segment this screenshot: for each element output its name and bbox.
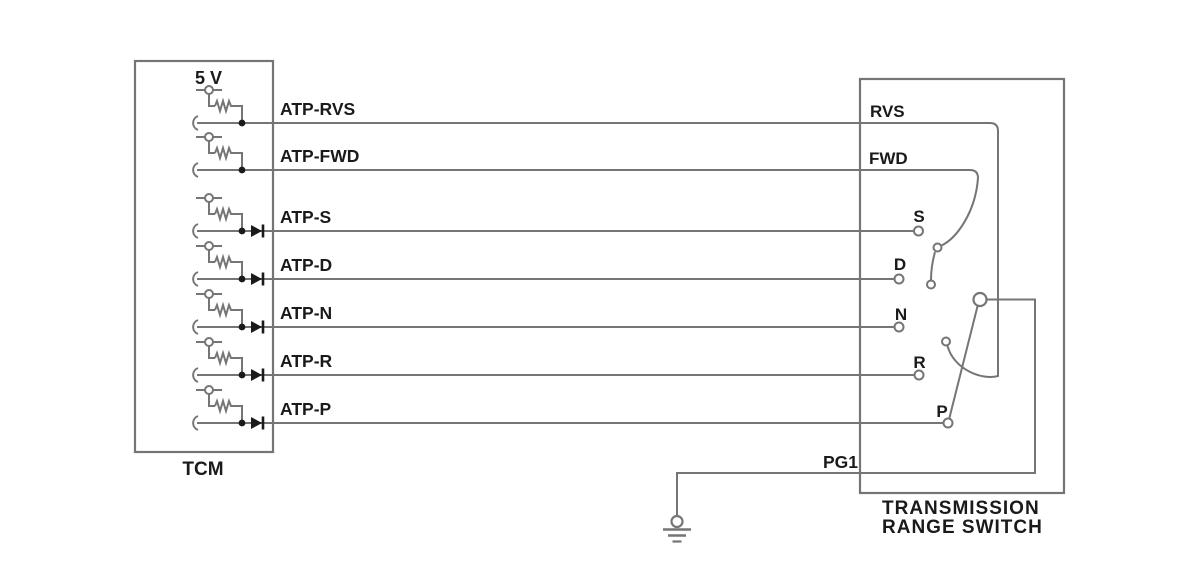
connector-terminal-icon <box>192 223 199 239</box>
rvs-arm-tip-contact <box>941 336 951 347</box>
connector-terminal-icon <box>192 415 199 431</box>
tcm-driver-atp-n <box>192 289 895 335</box>
junction-dot <box>238 166 246 174</box>
fwd-arm-joint-contact <box>932 242 943 253</box>
park-arm <box>948 305 979 419</box>
connector-terminal-icon <box>192 367 199 383</box>
rvs-arm <box>946 122 999 378</box>
tcm-driver-atp-s <box>192 193 914 239</box>
resistor-lead <box>208 141 215 154</box>
supply-pin-icon <box>204 132 214 142</box>
wire-label-atp-rvs: ATP-RVS <box>280 99 355 119</box>
resistor-lead <box>208 94 215 107</box>
terminal-label-fwd: FWD <box>869 149 908 168</box>
supply-pin-icon <box>204 241 214 251</box>
terminal-label-r: R <box>913 353 925 372</box>
tcm-driver-atp-rvs <box>192 85 990 131</box>
resistor-icon <box>214 205 243 231</box>
tcm-label: TCM <box>182 459 223 480</box>
terminal-label-p: P <box>936 402 947 421</box>
tcm-driver-atp-fwd <box>192 132 970 178</box>
fwd-arm-lower-segment <box>930 251 936 281</box>
resistor-icon <box>214 253 243 279</box>
supply-pin-icon <box>204 289 214 299</box>
resistor-lead <box>208 250 215 263</box>
resistor-icon <box>214 349 243 375</box>
resistor-lead <box>208 202 215 215</box>
junction-dot <box>238 419 246 427</box>
wire-label-atp-r: ATP-R <box>280 351 333 371</box>
junction-dot <box>238 227 246 235</box>
junction-dot <box>238 323 246 331</box>
terminal-label-n: N <box>895 305 907 324</box>
diode-icon <box>251 273 262 285</box>
terminal-label-pg1: PG1 <box>823 452 858 472</box>
wire-label-atp-n: ATP-N <box>280 303 332 323</box>
switch-pivot-contact <box>972 291 988 308</box>
resistor-icon <box>214 397 243 423</box>
connector-terminal-icon <box>192 115 199 131</box>
fwd-arm-tip-contact <box>926 279 936 290</box>
supply-pin-icon <box>204 385 214 395</box>
resistor-lead <box>208 346 215 359</box>
resistor-icon <box>214 144 243 170</box>
ground-symbol <box>663 514 691 543</box>
tcm-driver-atp-p <box>192 385 944 431</box>
supply-voltage-label: 5 V <box>195 68 222 88</box>
junction-dot <box>238 371 246 379</box>
connector-terminal-icon <box>192 271 199 287</box>
fwd-arm <box>941 169 980 247</box>
pg1-wire <box>676 298 1036 516</box>
terminal-label-s: S <box>913 207 924 226</box>
contact-d <box>893 273 905 285</box>
wire-label-atp-s: ATP-S <box>280 207 331 227</box>
resistor-lead <box>208 394 215 407</box>
wire-label-atp-d: ATP-D <box>280 255 332 275</box>
resistor-lead <box>208 298 215 311</box>
range-switch-box <box>858 77 1066 495</box>
range-switch-title-line2: RANGE SWITCH <box>882 517 1043 538</box>
diode-icon <box>251 321 262 333</box>
contact-p <box>942 417 954 429</box>
diode-icon <box>251 417 262 429</box>
tcm-driver-atp-r <box>192 337 915 383</box>
resistor-icon <box>214 301 243 327</box>
resistor-icon <box>214 97 243 123</box>
terminal-label-rvs: RVS <box>870 102 905 121</box>
tcm-driver-atp-d <box>192 241 895 287</box>
diode-icon <box>251 369 262 381</box>
terminal-label-d: D <box>894 255 906 274</box>
junction-dot <box>238 275 246 283</box>
connector-terminal-icon <box>192 319 199 335</box>
supply-pin-icon <box>204 193 214 203</box>
wire-label-atp-fwd: ATP-FWD <box>280 146 359 166</box>
range-switch-title-line1: TRANSMISSION <box>882 498 1040 519</box>
contact-r <box>913 369 925 381</box>
connector-terminal-icon <box>192 162 199 178</box>
diode-icon <box>251 225 262 237</box>
contact-n <box>893 321 905 333</box>
supply-pin-icon <box>204 337 214 347</box>
junction-dot <box>238 119 246 127</box>
wire-label-atp-p: ATP-P <box>280 399 332 419</box>
ground-terminal-icon <box>670 514 684 529</box>
contact-s <box>913 225 924 237</box>
tcm-box <box>133 59 275 454</box>
